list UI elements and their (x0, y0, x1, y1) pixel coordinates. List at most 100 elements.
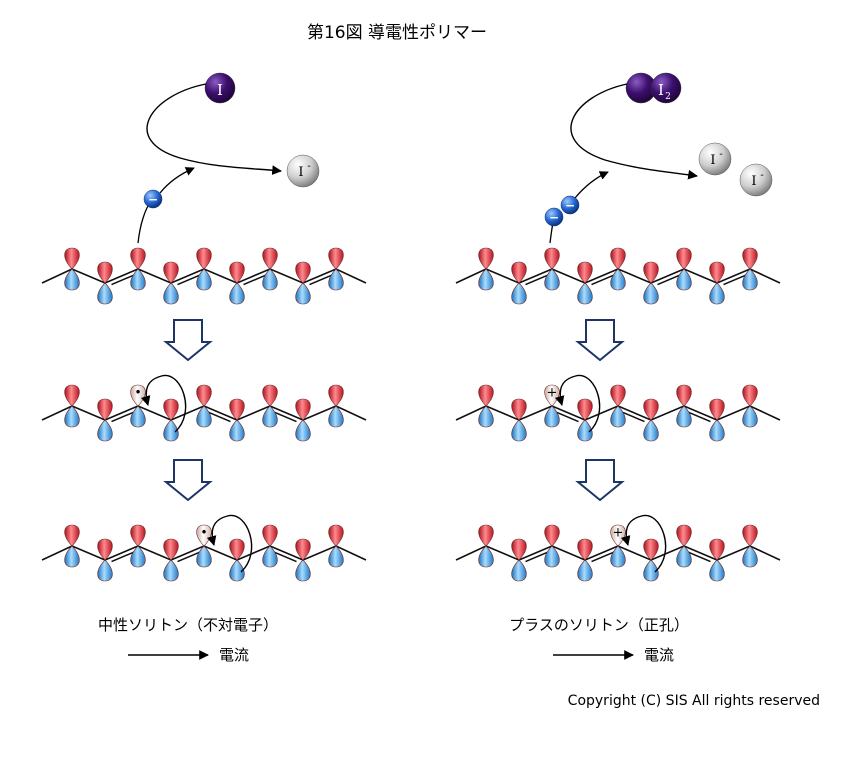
iodine-atom (204, 72, 236, 104)
iodine-molecule-subscript: 2 (665, 92, 671, 102)
iodide-ion: I- (739, 163, 773, 197)
p-orbital-lower (130, 545, 146, 568)
double-bond (591, 551, 615, 563)
double-bond (207, 411, 231, 423)
p-orbital-upper (511, 538, 527, 561)
p-orbital-upper (676, 384, 692, 407)
double-bond (555, 411, 579, 423)
p-orbital-lower (196, 545, 212, 568)
electron: − (143, 189, 163, 209)
p-orbital-upper (130, 247, 146, 270)
double-bond (111, 411, 135, 423)
iodide-charge: - (307, 161, 311, 172)
p-orbital-upper (97, 261, 113, 284)
p-orbital-upper (130, 524, 146, 547)
p-orbital-upper (577, 261, 593, 284)
p-orbital-lower (196, 405, 212, 428)
left-current-label: 電流 (219, 646, 249, 664)
p-orbital-lower (64, 268, 80, 291)
p-orbital-lower (163, 282, 179, 305)
p-orbital-upper (328, 247, 344, 270)
p-orbital-lower (262, 268, 278, 291)
p-orbital-lower (262, 545, 278, 568)
iodine-molecule-atom-2 (650, 72, 682, 104)
p-orbital-lower (295, 282, 311, 305)
p-orbital-lower (709, 419, 725, 442)
p-orbital-lower (97, 559, 113, 582)
p-orbital-upper (742, 247, 758, 270)
p-orbital-lower (328, 268, 344, 291)
double-bond (309, 274, 333, 286)
electron-shift-arrow (620, 514, 667, 573)
p-orbital-upper (196, 384, 212, 407)
p-orbital-upper (676, 247, 692, 270)
iodine-atom-symbol: I (217, 81, 223, 99)
double-bond (621, 411, 645, 423)
p-orbital-lower (610, 405, 626, 428)
p-orbital-upper (709, 538, 725, 561)
electron-shift-arrow (554, 374, 601, 433)
double-bond (273, 551, 297, 563)
soliton-symbol: • (200, 526, 207, 540)
electron-sign: − (549, 211, 559, 225)
electron-sphere (143, 189, 163, 209)
p-orbital-lower (643, 419, 659, 442)
double-bond (657, 274, 681, 286)
p-orbital-lower (544, 405, 560, 428)
double-bond (111, 274, 135, 286)
left-caption: 中性ソリトン（不対電子） (98, 616, 278, 634)
p-orbital-lower (544, 268, 560, 291)
electron-capture-arrow (570, 83, 698, 180)
p-orbital-upper (163, 398, 179, 421)
iodide-ion: I- (698, 142, 732, 176)
p-orbital-upper (610, 384, 626, 407)
p-orbital-upper (295, 261, 311, 284)
p-orbital-lower (229, 282, 245, 305)
p-orbital-lower (97, 419, 113, 442)
electron-path-arrow (574, 171, 609, 199)
double-bond (687, 551, 711, 563)
p-orbital-lower (610, 268, 626, 291)
p-orbital-upper (742, 384, 758, 407)
p-orbital-upper (64, 524, 80, 547)
p-orbital-upper (643, 261, 659, 284)
p-orbital-lower (64, 545, 80, 568)
polymer-chain: • (41, 514, 367, 582)
p-orbital-lower (130, 405, 146, 428)
p-orbital-upper (97, 398, 113, 421)
iodide-sphere (286, 154, 320, 188)
p-orbital-upper (478, 247, 494, 270)
p-orbital-lower (262, 405, 278, 428)
p-orbital-upper (262, 524, 278, 547)
iodine-molecule-symbol: I (658, 81, 664, 99)
p-orbital-lower (544, 545, 560, 568)
right-current-label: 電流 (644, 646, 674, 664)
p-orbital-upper (643, 538, 659, 561)
p-orbital-upper (295, 538, 311, 561)
down-arrow-left-2 (163, 459, 213, 502)
p-orbital-lower (643, 282, 659, 305)
iodide-sphere (739, 163, 773, 197)
down-arrow-right-2 (575, 459, 625, 502)
double-bond (111, 551, 135, 563)
polymer-chain: + (455, 374, 781, 442)
p-orbital-lower (676, 545, 692, 568)
iodide-symbol: I (298, 165, 303, 180)
right-caption: プラスのソリトン（正孔） (509, 616, 689, 634)
electron: − (544, 207, 564, 227)
p-orbital-lower (577, 559, 593, 582)
p-orbital-lower (676, 268, 692, 291)
p-orbital-upper (544, 247, 560, 270)
iodide-sphere (698, 142, 732, 176)
down-arrow-left-1 (163, 319, 213, 362)
p-orbital-lower (709, 559, 725, 582)
iodide-symbol: I (710, 153, 715, 168)
p-orbital-upper (262, 247, 278, 270)
p-orbital-lower (511, 282, 527, 305)
electron-sphere (560, 195, 580, 215)
iodide-charge: - (719, 149, 723, 160)
p-orbital-upper (328, 524, 344, 547)
p-orbital-upper (478, 524, 494, 547)
p-orbital-lower (478, 405, 494, 428)
